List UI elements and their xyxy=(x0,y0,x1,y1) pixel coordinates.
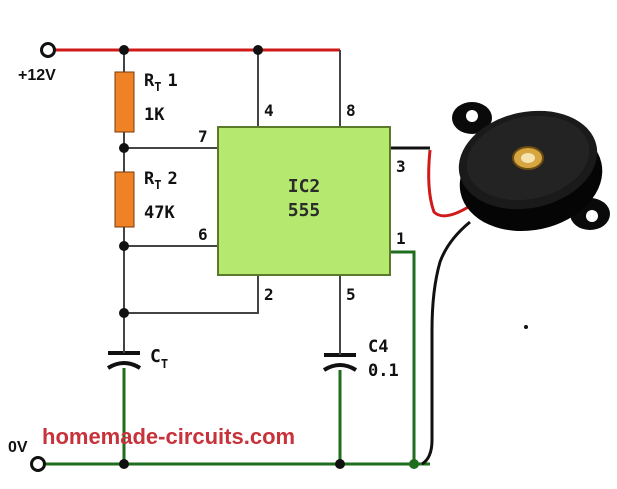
pin-5-label: 5 xyxy=(346,285,356,304)
ic-name: IC2 xyxy=(288,176,321,197)
junction-dot xyxy=(119,459,129,469)
ct-label: CT xyxy=(150,346,168,371)
wire-pin2 xyxy=(124,275,259,314)
pin-4-label: 4 xyxy=(264,101,274,120)
junction-dots xyxy=(119,45,345,469)
buzzer-red-lead xyxy=(427,149,471,218)
ground-terminal xyxy=(30,456,46,472)
ic-part: 555 xyxy=(288,200,321,221)
c4-value: 0.1 xyxy=(368,361,399,381)
pin-1-label: 1 xyxy=(396,229,406,248)
pin-6-label: 6 xyxy=(198,225,208,244)
junction-dot xyxy=(119,45,129,55)
pin-7-label: 7 xyxy=(198,127,208,146)
junction-dot xyxy=(335,459,345,469)
ground-label: 0V xyxy=(8,439,28,456)
ic-555-body xyxy=(217,126,391,276)
stray-dot xyxy=(524,325,528,329)
junction-dot xyxy=(119,241,129,251)
rt2-value: 47K xyxy=(144,203,175,223)
watermark: homemade-circuits.com xyxy=(42,424,295,449)
pin-8-label: 8 xyxy=(346,101,356,120)
buzzer-black-lead xyxy=(421,220,471,466)
rt1-value: 1K xyxy=(144,105,165,125)
resistor-rt1 xyxy=(114,71,135,133)
positive-label: +12V xyxy=(18,67,56,84)
pin-2-label: 2 xyxy=(264,285,274,304)
capacitor-c4 xyxy=(322,348,358,372)
positive-terminal xyxy=(40,42,56,58)
wire-pin1 xyxy=(390,250,416,464)
resistor-rt2 xyxy=(114,171,135,228)
pin-3-label: 3 xyxy=(396,157,406,176)
junction-dot xyxy=(119,308,129,318)
c4-label: C4 xyxy=(368,337,388,357)
junction-dot xyxy=(253,45,263,55)
junction-dot-ground-green xyxy=(409,459,419,469)
capacitor-ct xyxy=(106,345,142,370)
piezo-buzzer xyxy=(452,102,610,232)
junction-dot xyxy=(119,143,129,153)
